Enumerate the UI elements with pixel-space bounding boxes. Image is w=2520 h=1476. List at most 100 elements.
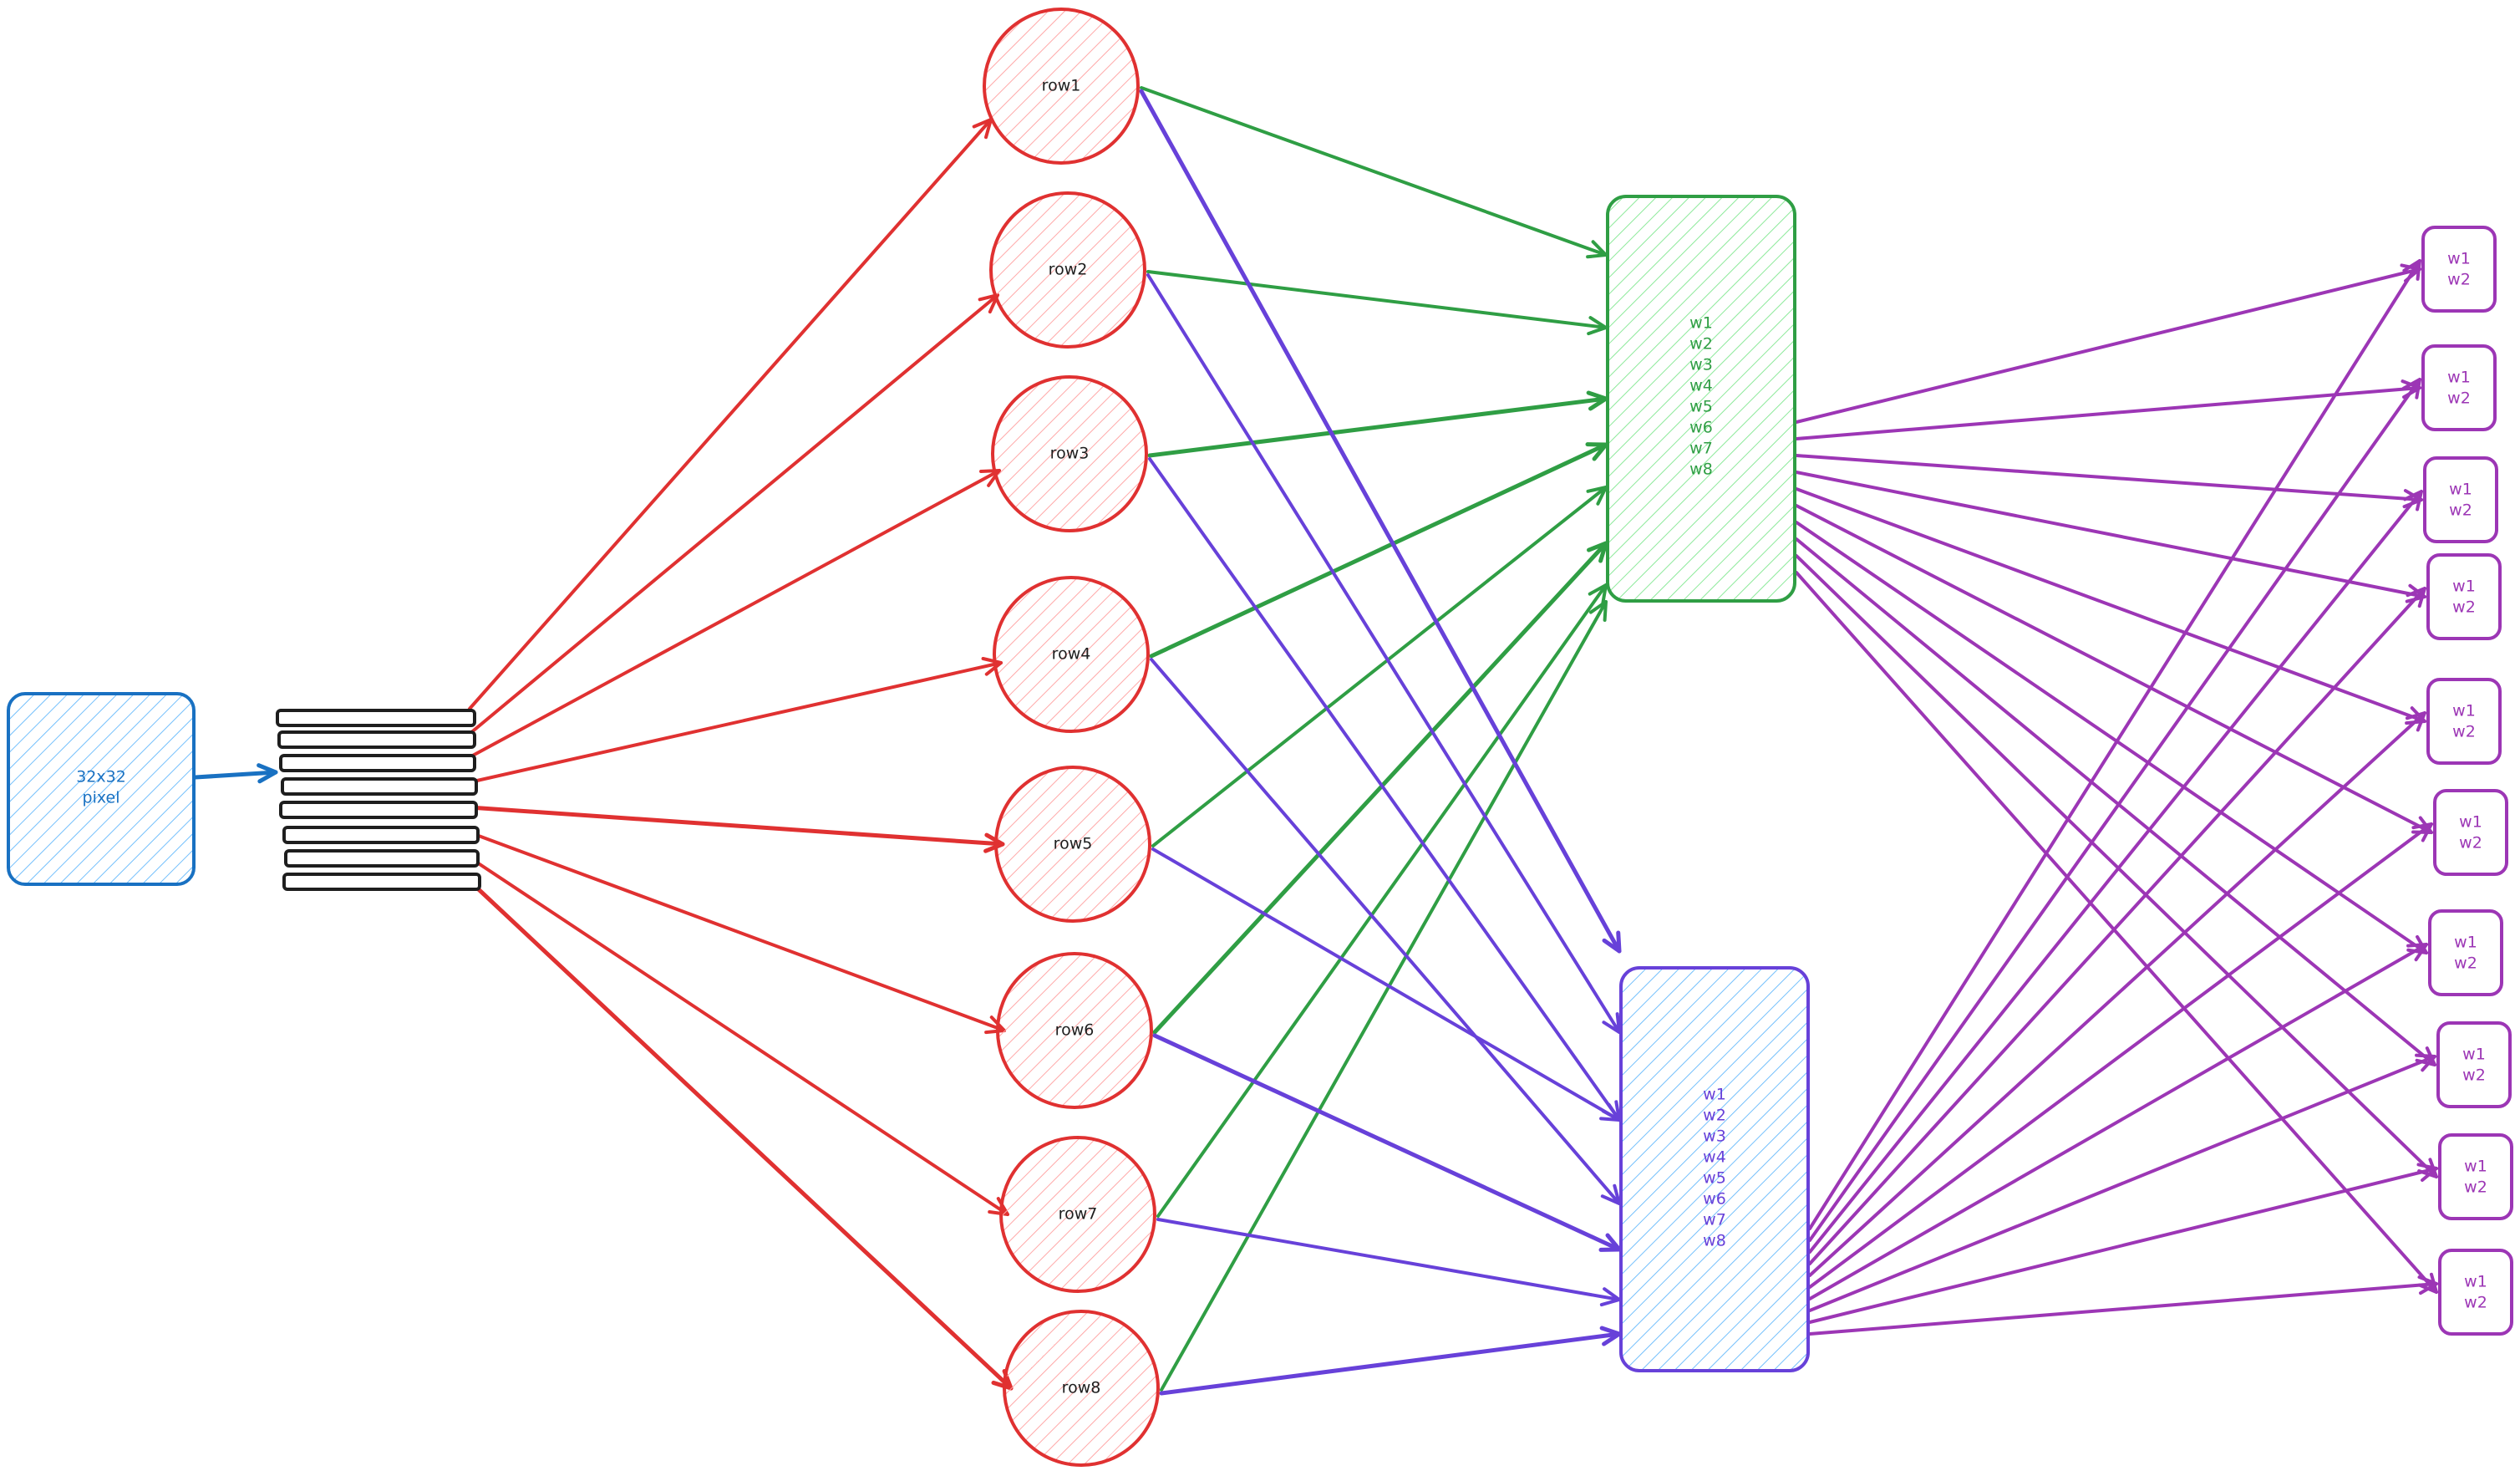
violet-to-output-arrow-9 bbox=[1808, 1163, 2438, 1324]
green-to-output-arrow-8 bbox=[1795, 537, 2436, 1066]
row-strip-5 bbox=[279, 801, 478, 819]
row-label-1: row1 bbox=[1042, 77, 1081, 95]
output-label-line1: w1 bbox=[2447, 369, 2471, 387]
row-to-green-arrow-1 bbox=[1140, 86, 1608, 259]
row-to-green-arrow-5 bbox=[1151, 486, 1608, 847]
row-node-6: row6 bbox=[996, 952, 1153, 1109]
violet-weight-label: w4 bbox=[1703, 1148, 1726, 1167]
violet-to-output-arrow-10 bbox=[1808, 1275, 2438, 1336]
stack-to-row-arrow-1 bbox=[468, 118, 993, 710]
row-label-6: row6 bbox=[1055, 1021, 1095, 1040]
violet-weight-label: w5 bbox=[1703, 1169, 1726, 1188]
row-node-5: row5 bbox=[994, 766, 1151, 923]
green-weight-label: w6 bbox=[1689, 419, 1713, 437]
violet-to-output-arrow-5 bbox=[1808, 711, 2426, 1277]
violet-weight-label: w2 bbox=[1703, 1107, 1726, 1125]
row-strip-4 bbox=[281, 777, 478, 796]
violet-to-output-arrow-7 bbox=[1808, 943, 2428, 1300]
input-label-line2: pixel bbox=[83, 789, 120, 807]
row-to-green-arrow-8 bbox=[1160, 600, 1608, 1392]
row-node-1: row1 bbox=[983, 8, 1140, 165]
output-label-line2: w2 bbox=[2454, 954, 2477, 973]
row-node-2: row2 bbox=[989, 191, 1146, 349]
connection-arrows bbox=[193, 86, 2438, 1396]
row-strip-7 bbox=[284, 849, 480, 868]
stack-to-row-arrow-6 bbox=[468, 831, 1006, 1035]
green-to-output-arrow-7 bbox=[1795, 521, 2428, 954]
violet-to-output-arrow-2 bbox=[1808, 378, 2421, 1242]
row-strip-3 bbox=[279, 754, 476, 772]
output-label-line2: w2 bbox=[2464, 1178, 2487, 1197]
row-strip-6 bbox=[282, 826, 480, 844]
violet-weight-label: w7 bbox=[1703, 1211, 1726, 1229]
green-weight-label: w8 bbox=[1689, 461, 1713, 479]
output-label-line1: w1 bbox=[2462, 1046, 2486, 1064]
green-to-output-arrow-9 bbox=[1795, 554, 2438, 1178]
green-to-output-arrow-4 bbox=[1795, 471, 2426, 603]
stack-to-row-arrow-8 bbox=[467, 878, 1014, 1391]
stack-to-row-arrow-4 bbox=[468, 657, 1003, 784]
output-label-line2: w2 bbox=[2452, 598, 2476, 617]
row-to-violet-arrow-1 bbox=[1139, 89, 1622, 954]
green-weight-label: w2 bbox=[1689, 335, 1713, 354]
green-weight-label: w1 bbox=[1689, 314, 1713, 333]
row-node-4: row4 bbox=[993, 576, 1150, 733]
output-label-line1: w1 bbox=[2452, 578, 2476, 596]
output-label-line2: w2 bbox=[2447, 271, 2471, 289]
row-node-7: row7 bbox=[999, 1136, 1156, 1293]
row-to-violet-arrow-2 bbox=[1146, 273, 1621, 1034]
row-to-green-arrow-6 bbox=[1152, 541, 1608, 1035]
input-to-stack-arrow bbox=[193, 763, 278, 784]
row-to-violet-arrow-4 bbox=[1150, 658, 1621, 1205]
output-label-line1: w1 bbox=[2464, 1158, 2487, 1176]
output-label-line1: w1 bbox=[2459, 813, 2482, 832]
row-label-7: row7 bbox=[1059, 1205, 1098, 1224]
row-label-3: row3 bbox=[1050, 445, 1090, 463]
green-weight-label: w7 bbox=[1689, 440, 1713, 458]
green-weight-label: w3 bbox=[1689, 356, 1713, 374]
row-to-green-arrow-3 bbox=[1147, 390, 1608, 458]
green-weight-label: w5 bbox=[1689, 398, 1713, 416]
input-image-box: 32x32 pixel bbox=[7, 692, 196, 886]
row-to-violet-arrow-3 bbox=[1148, 457, 1621, 1122]
row-to-violet-arrow-5 bbox=[1151, 847, 1621, 1122]
stack-to-row-arrow-7 bbox=[468, 856, 1009, 1216]
output-label-line1: w1 bbox=[2447, 250, 2471, 268]
row-to-green-arrow-7 bbox=[1156, 583, 1608, 1218]
green-to-output-arrow-6 bbox=[1795, 504, 2433, 834]
violet-to-output-arrow-6 bbox=[1808, 822, 2433, 1289]
violet-weight-label: w1 bbox=[1703, 1086, 1726, 1104]
output-label-line2: w2 bbox=[2459, 834, 2482, 853]
row-node-3: row3 bbox=[991, 375, 1148, 532]
stack-to-row-arrow-5 bbox=[467, 805, 1005, 853]
green-weight-label: w4 bbox=[1689, 377, 1713, 395]
output-label-line2: w2 bbox=[2464, 1294, 2487, 1312]
violet-to-output-arrow-8 bbox=[1808, 1053, 2436, 1312]
output-label-line1: w1 bbox=[2464, 1273, 2487, 1291]
green-to-output-arrow-3 bbox=[1795, 454, 2423, 509]
output-label-line2: w2 bbox=[2452, 723, 2476, 741]
row-to-violet-arrow-7 bbox=[1156, 1218, 1621, 1307]
green-to-output-arrow-10 bbox=[1795, 571, 2438, 1294]
output-label-line2: w2 bbox=[2447, 389, 2471, 408]
row-to-violet-arrow-6 bbox=[1152, 1033, 1622, 1252]
row-strip-2 bbox=[277, 730, 476, 749]
output-label-line2: w2 bbox=[2462, 1066, 2486, 1085]
violet-to-output-arrow-4 bbox=[1808, 587, 2426, 1265]
violet-weight-label: w6 bbox=[1703, 1190, 1726, 1209]
violet-weight-label: w8 bbox=[1703, 1232, 1726, 1250]
green-to-output-arrow-1 bbox=[1795, 263, 2421, 424]
flattened-rows-stack bbox=[276, 709, 481, 891]
